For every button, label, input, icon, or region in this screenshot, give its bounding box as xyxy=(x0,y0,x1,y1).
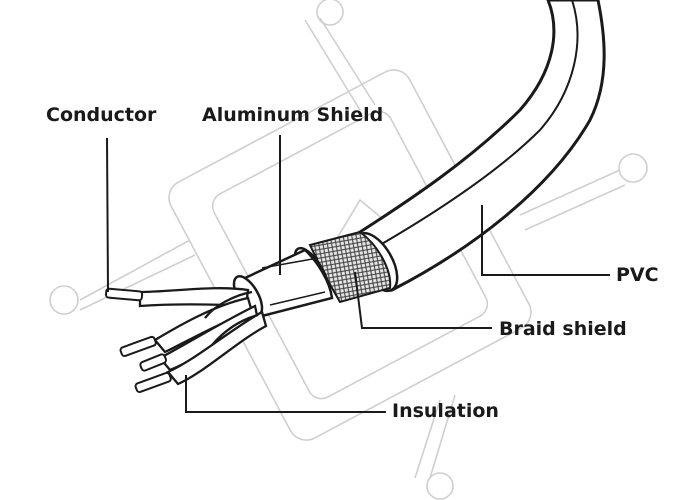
label-braid-shield: Braid shield xyxy=(499,318,627,340)
leader-pvc xyxy=(481,205,610,276)
label-aluminum-shield: Aluminum Shield xyxy=(202,104,384,126)
leader-conductor xyxy=(106,137,109,293)
pvc-jacket xyxy=(353,0,606,293)
leader-lines xyxy=(106,135,610,413)
insulated-wires xyxy=(138,287,268,386)
leader-braid-shield xyxy=(354,271,492,329)
label-insulation: Insulation xyxy=(392,400,499,422)
label-conductor: Conductor xyxy=(46,104,157,126)
leader-insulation xyxy=(185,375,386,413)
conductor-tips xyxy=(104,287,172,394)
label-pvc: PVC xyxy=(616,264,659,286)
